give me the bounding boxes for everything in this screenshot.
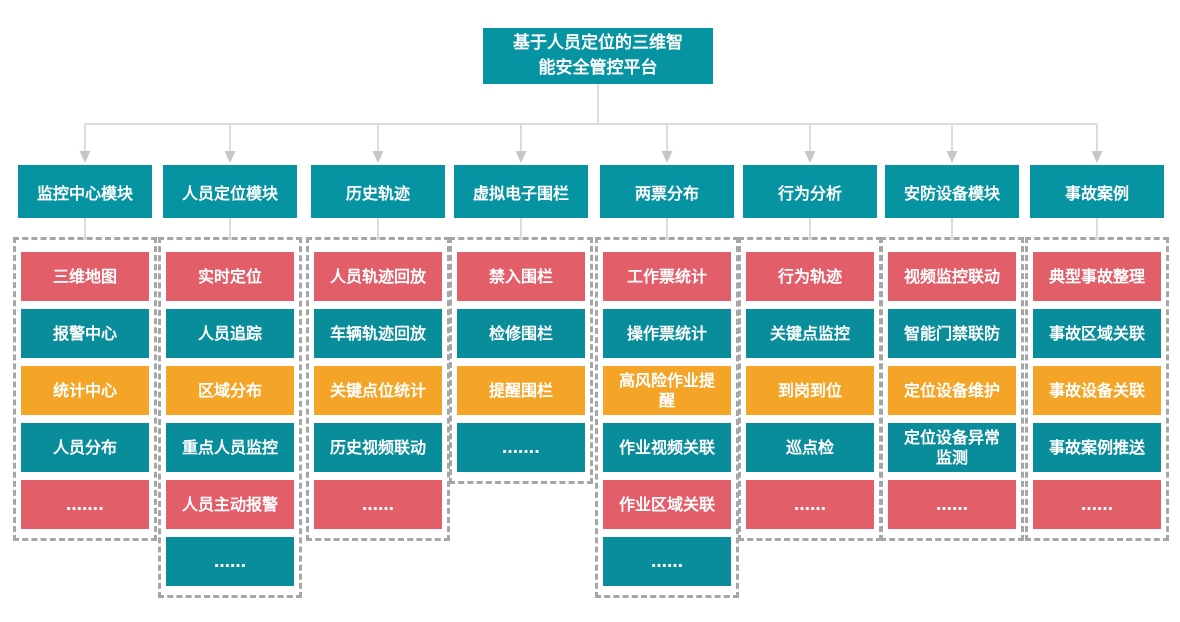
feature-item: 定位设备维护 [888, 366, 1016, 415]
module-header-virtual-fence: 虚拟电子围栏 [454, 165, 588, 218]
branch-column-virtual-fence: 虚拟电子围栏 禁入围栏 检修围栏 提醒围栏 ……. [449, 165, 593, 484]
feature-item: 报警中心 [21, 309, 149, 358]
feature-item: 车辆轨迹回放 [314, 309, 442, 358]
feature-item: 行为轨迹 [746, 252, 874, 301]
feature-item: 操作票统计 [603, 309, 731, 358]
root-node-platform-title: 基于人员定位的三维智 能安全管控平台 [483, 28, 713, 84]
feature-item: 视频监控联动 [888, 252, 1016, 301]
feature-item: 智能门禁联防 [888, 309, 1016, 358]
feature-item: 重点人员监控 [166, 423, 294, 472]
feature-item: 定位设备异常监测 [888, 423, 1016, 472]
feature-group-virtual-fence: 禁入围栏 检修围栏 提醒围栏 ……. [449, 237, 593, 484]
feature-group-two-ticket: 工作票统计 操作票统计 高风险作业提醒 作业视频关联 作业区域关联 …… [595, 237, 739, 598]
branch-column-accident-case: 事故案例 典型事故整理 事故区域关联 事故设备关联 事故案例推送 …… [1025, 165, 1169, 541]
branch-column-personnel-positioning: 人员定位模块 实时定位 人员追踪 区域分布 重点人员监控 人员主动报警 …… [158, 165, 302, 598]
feature-item: 区域分布 [166, 366, 294, 415]
module-header-history-track: 历史轨迹 [311, 165, 445, 218]
branch-column-monitoring-center: 监控中心模块 三维地图 报警中心 统计中心 人员分布 ……. [13, 165, 157, 541]
feature-item-ellipsis: …… [746, 480, 874, 529]
feature-group-personnel-positioning: 实时定位 人员追踪 区域分布 重点人员监控 人员主动报警 …… [158, 237, 302, 598]
module-header-accident-case: 事故案例 [1030, 165, 1164, 218]
module-header-security-equipment: 安防设备模块 [885, 165, 1019, 218]
feature-group-security-equipment: 视频监控联动 智能门禁联防 定位设备维护 定位设备异常监测 …… [880, 237, 1024, 541]
feature-group-history-track: 人员轨迹回放 车辆轨迹回放 关键点位统计 历史视频联动 …… [306, 237, 450, 541]
module-header-monitoring-center: 监控中心模块 [18, 165, 152, 218]
feature-item: 人员分布 [21, 423, 149, 472]
branch-column-security-equipment: 安防设备模块 视频监控联动 智能门禁联防 定位设备维护 定位设备异常监测 …… [880, 165, 1024, 541]
feature-item: 作业区域关联 [603, 480, 731, 529]
feature-item: 典型事故整理 [1033, 252, 1161, 301]
feature-item: 到岗到位 [746, 366, 874, 415]
module-header-behavior-analysis: 行为分析 [743, 165, 877, 218]
feature-item: 关键点监控 [746, 309, 874, 358]
branch-column-behavior-analysis: 行为分析 行为轨迹 关键点监控 到岗到位 巡点检 …… [738, 165, 882, 541]
feature-item: 事故设备关联 [1033, 366, 1161, 415]
feature-item: 三维地图 [21, 252, 149, 301]
feature-item: 事故案例推送 [1033, 423, 1161, 472]
feature-item: 人员轨迹回放 [314, 252, 442, 301]
branch-column-two-ticket: 两票分布 工作票统计 操作票统计 高风险作业提醒 作业视频关联 作业区域关联 …… [595, 165, 739, 598]
module-header-two-ticket: 两票分布 [600, 165, 734, 218]
feature-item-ellipsis: …… [314, 480, 442, 529]
feature-item: 工作票统计 [603, 252, 731, 301]
feature-item: 事故区域关联 [1033, 309, 1161, 358]
feature-group-accident-case: 典型事故整理 事故区域关联 事故设备关联 事故案例推送 …… [1025, 237, 1169, 541]
feature-item: 人员主动报警 [166, 480, 294, 529]
feature-item-ellipsis: …… [166, 537, 294, 586]
feature-item: 人员追踪 [166, 309, 294, 358]
feature-item: 高风险作业提醒 [603, 366, 731, 415]
feature-item: 禁入围栏 [457, 252, 585, 301]
feature-item: 关键点位统计 [314, 366, 442, 415]
feature-item-ellipsis: …… [603, 537, 731, 586]
feature-item-ellipsis: …… [1033, 480, 1161, 529]
feature-item: 作业视频关联 [603, 423, 731, 472]
module-header-personnel-positioning: 人员定位模块 [163, 165, 297, 218]
feature-group-monitoring-center: 三维地图 报警中心 统计中心 人员分布 ……. [13, 237, 157, 541]
arrowheads [79, 151, 1103, 163]
feature-item: 巡点检 [746, 423, 874, 472]
feature-item-ellipsis: ……. [457, 423, 585, 472]
feature-item: 检修围栏 [457, 309, 585, 358]
feature-group-behavior-analysis: 行为轨迹 关键点监控 到岗到位 巡点检 …… [738, 237, 882, 541]
feature-item-ellipsis: ……. [21, 480, 149, 529]
feature-item: 历史视频联动 [314, 423, 442, 472]
branch-column-history-track: 历史轨迹 人员轨迹回放 车辆轨迹回放 关键点位统计 历史视频联动 …… [306, 165, 450, 541]
feature-item-ellipsis: …… [888, 480, 1016, 529]
feature-item: 统计中心 [21, 366, 149, 415]
feature-item: 实时定位 [166, 252, 294, 301]
feature-item: 提醒围栏 [457, 366, 585, 415]
